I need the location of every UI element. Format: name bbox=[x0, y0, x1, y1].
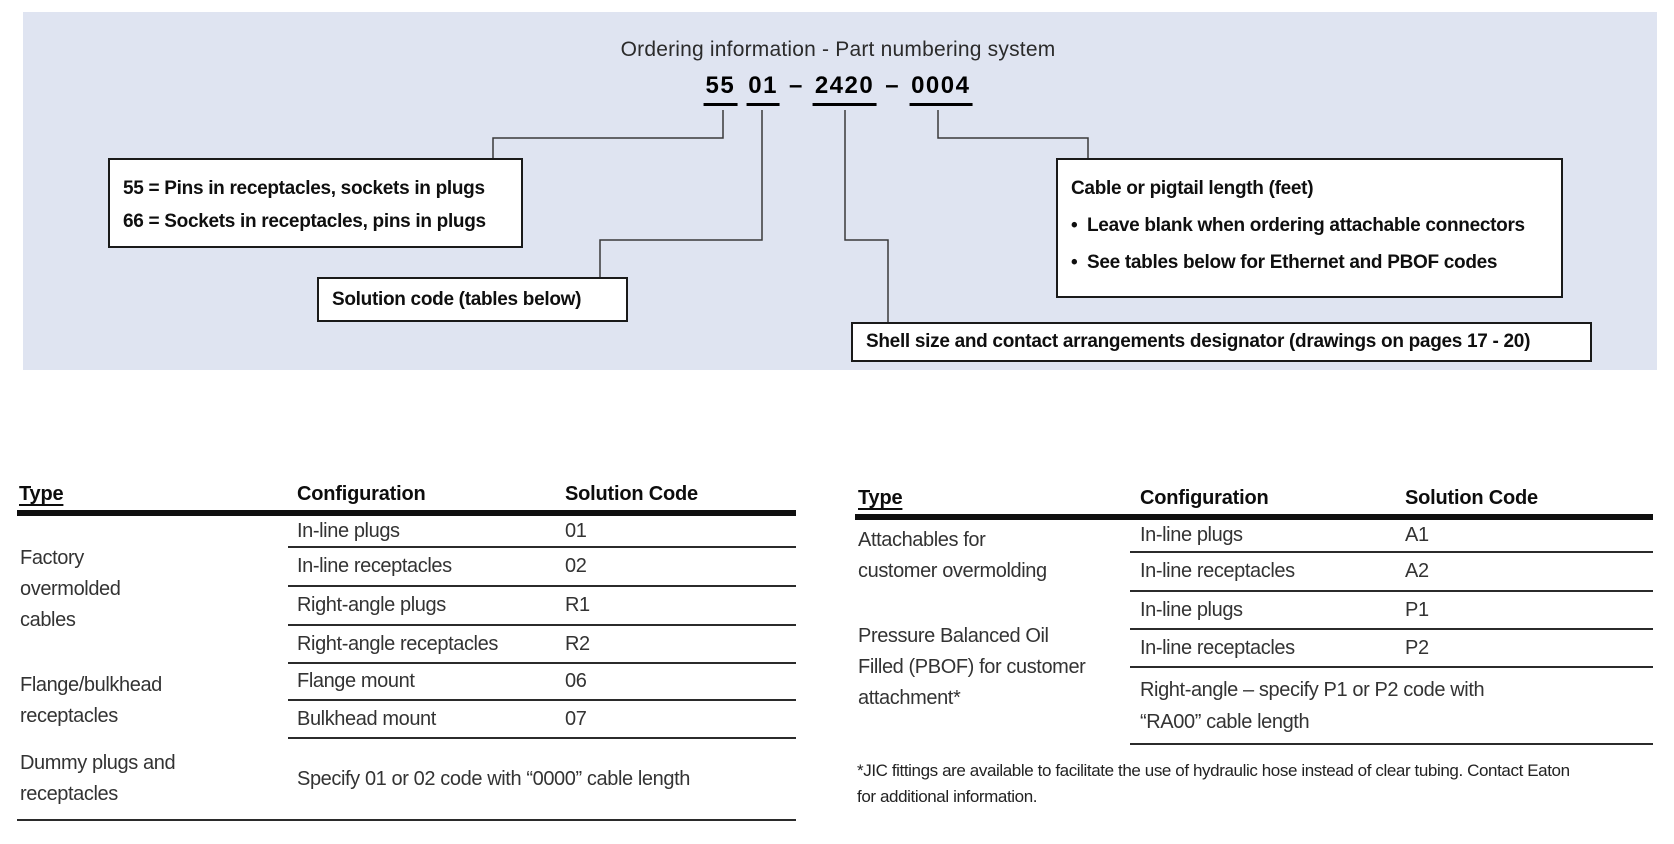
solution-code-table-left: Type Configuration Solution Code Factory… bbox=[17, 482, 796, 821]
column-header-type: Type bbox=[855, 486, 1130, 520]
solution-code-table-right: Type Configuration Solution Code Attacha… bbox=[855, 486, 1653, 745]
configuration-cell: In-line receptacles bbox=[1130, 552, 1405, 592]
footnote: *JIC fittings are available to facilitat… bbox=[857, 758, 1577, 810]
callout-pins-sockets: 55 = Pins in receptacles, sockets in plu… bbox=[108, 158, 523, 248]
bullet-icon: • bbox=[1071, 252, 1078, 273]
table-row: Right-angle receptacles R2 bbox=[17, 625, 796, 664]
table-row: Right-angle – specify P1 or P2 code with… bbox=[855, 667, 1653, 745]
column-header-solution-code: Solution Code bbox=[1405, 486, 1653, 520]
table-row: In-line receptacles P2 bbox=[855, 629, 1653, 668]
callout-cable-title: Cable or pigtail length (feet) bbox=[1071, 178, 1314, 199]
solution-code-cell: P2 bbox=[1405, 629, 1653, 668]
callout-pins-line: 66 = Sockets in receptacles, pins in plu… bbox=[123, 211, 486, 232]
callout-cable-bullet-line: • Leave blank when ordering attachable co… bbox=[1058, 207, 1561, 244]
footnote-line: *JIC fittings are available to facilitat… bbox=[857, 761, 1570, 780]
callout-shell-label: Shell size and contact arrangements desi… bbox=[866, 331, 1531, 352]
column-header-configuration: Configuration bbox=[1130, 486, 1405, 520]
table-row: Right-angle plugs R1 bbox=[17, 586, 796, 626]
configuration-cell: In-line plugs bbox=[288, 513, 565, 548]
type-cell: Pressure Balanced Oil Filled (PBOF) for … bbox=[858, 625, 1086, 709]
part-number-dash: – bbox=[885, 72, 901, 99]
configuration-cell: In-line plugs bbox=[1130, 517, 1405, 553]
table-row: Pressure Balanced Oil Filled (PBOF) for … bbox=[855, 591, 1653, 709]
configuration-cell: In-line plugs bbox=[1130, 591, 1405, 630]
table-row: Dummy plugs and receptacles Specify 01 o… bbox=[17, 738, 796, 821]
type-cell: Flange/bulkhead receptacles bbox=[20, 673, 162, 727]
table-row: Factory overmolded cables In-line plugs … bbox=[17, 513, 796, 631]
solution-code-cell: A2 bbox=[1405, 552, 1653, 592]
column-header-solution-code: Solution Code bbox=[565, 482, 796, 516]
configuration-cell: Flange mount bbox=[288, 663, 565, 701]
part-number-segment: 01 bbox=[746, 72, 780, 106]
solution-code-cell: 01 bbox=[565, 513, 796, 548]
part-number-segment: 0004 bbox=[909, 72, 973, 106]
part-number-segment: 55 bbox=[703, 72, 738, 106]
callout-shell-size: Shell size and contact arrangements desi… bbox=[851, 322, 1592, 362]
callout-cable-bullet-text: See tables below for Ethernet and PBOF c… bbox=[1087, 252, 1498, 273]
callout-cable-bullet-line: • See tables below for Ethernet and PBOF … bbox=[1058, 244, 1561, 281]
type-cell: Dummy plugs and receptacles bbox=[17, 738, 288, 821]
solution-code-cell: P1 bbox=[1405, 591, 1653, 630]
type-cell: Attachables for customer overmolding bbox=[858, 528, 1047, 582]
solution-code-cell: 06 bbox=[565, 663, 796, 701]
table-row: Bulkhead mount 07 bbox=[17, 700, 796, 739]
callout-solution-code: Solution code (tables below) bbox=[317, 277, 628, 322]
table-row: In-line receptacles A2 bbox=[855, 552, 1653, 592]
column-header-type: Type bbox=[17, 482, 288, 516]
type-cell: Factory overmolded cables bbox=[20, 547, 121, 631]
callout-cable-length: Cable or pigtail length (feet) • Leave bl… bbox=[1056, 158, 1563, 298]
span-note-cell: Specify 01 or 02 code with “0000” cable … bbox=[288, 738, 796, 821]
configuration-cell: Right-angle plugs bbox=[288, 586, 565, 626]
part-number-segment: 2420 bbox=[812, 72, 877, 106]
configuration-cell: Bulkhead mount bbox=[288, 700, 565, 739]
configuration-cell: In-line receptacles bbox=[288, 547, 565, 587]
callout-cable-bullet-text: Leave blank when ordering attachable con… bbox=[1087, 215, 1525, 236]
solution-code-cell: A1 bbox=[1405, 517, 1653, 553]
callout-solution-label: Solution code (tables below) bbox=[332, 288, 582, 310]
solution-code-cell: 07 bbox=[565, 700, 796, 739]
configuration-cell: In-line receptacles bbox=[1130, 629, 1405, 668]
solution-code-cell: 02 bbox=[565, 547, 796, 587]
span-note-cell: Right-angle – specify P1 or P2 code with… bbox=[1130, 667, 1653, 745]
column-header-configuration: Configuration bbox=[288, 482, 565, 516]
table-row: Attachables for customer overmolding In-… bbox=[855, 517, 1653, 582]
table-row: Flange/bulkhead receptacles Flange mount… bbox=[17, 663, 796, 727]
bullet-icon: • bbox=[1071, 215, 1078, 236]
solution-code-cell: R2 bbox=[565, 625, 796, 664]
part-number: 55 01 – 2420 – 0004 bbox=[703, 72, 973, 106]
table-row: In-line receptacles 02 bbox=[17, 547, 796, 587]
configuration-cell: Right-angle receptacles bbox=[288, 625, 565, 664]
part-number-dash: – bbox=[788, 72, 804, 99]
diagram-title: Ordering information - Part numbering sy… bbox=[620, 38, 1056, 61]
solution-code-cell: R1 bbox=[565, 586, 796, 626]
footnote-line: for additional information. bbox=[857, 787, 1038, 806]
callout-pins-line: 55 = Pins in receptacles, sockets in plu… bbox=[123, 178, 485, 199]
